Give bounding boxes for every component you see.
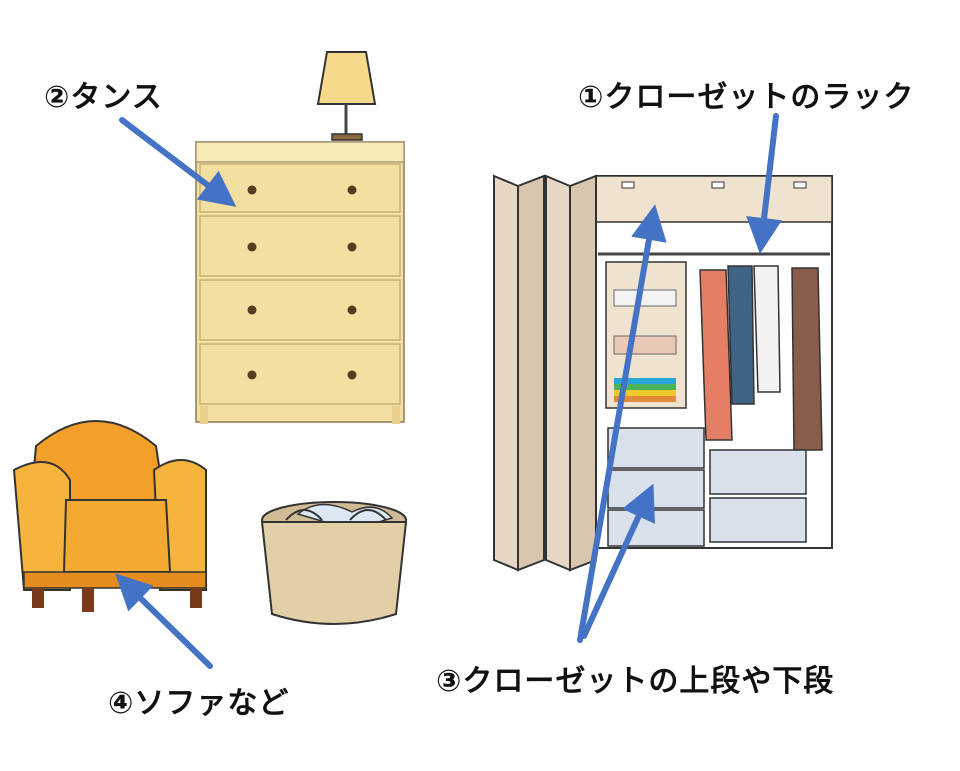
arrow-tansu	[119, 117, 237, 207]
label-sofa: ④ソファなど	[108, 686, 290, 721]
arrow-upper	[577, 204, 667, 643]
arrow-lower	[581, 483, 655, 639]
armchair-icon	[12, 420, 207, 612]
label-tansu: ②タンス	[44, 80, 163, 115]
arrow-rack	[746, 113, 782, 254]
label-closet-rack: ①クローゼットのラック	[578, 80, 915, 115]
annotation-arrows	[115, 113, 782, 669]
label-closet-upper-lower: ③クローゼットの上段や下段	[436, 664, 835, 699]
laundry-basket-icon	[260, 501, 408, 625]
dresser-icon	[195, 141, 405, 424]
table-lamp-icon	[316, 51, 377, 141]
closet-icon	[493, 174, 833, 572]
arrow-sofa	[115, 573, 213, 669]
